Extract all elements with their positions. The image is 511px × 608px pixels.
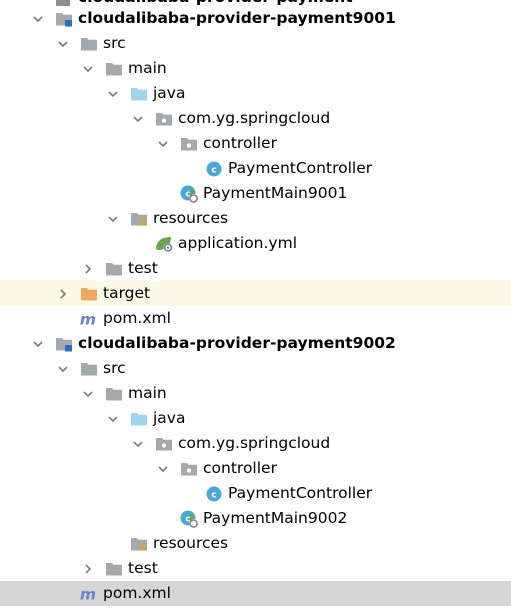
folder-icon xyxy=(104,556,124,581)
tree-row-label: cloudalibaba-provider-payment9001 xyxy=(78,9,396,27)
tree-row[interactable]: main xyxy=(0,56,511,81)
spring-boot-class-icon: c xyxy=(179,506,199,531)
tree-row[interactable]: src xyxy=(0,31,511,56)
tree-row-label: resources xyxy=(153,209,229,227)
tree-row-label: controller xyxy=(203,459,277,477)
tree-row[interactable]: c PaymentController xyxy=(0,481,511,506)
tree-row[interactable]: resources xyxy=(0,531,511,556)
folder-icon xyxy=(104,56,124,81)
tree-row-label: main xyxy=(128,384,167,402)
tree-row[interactable]: target xyxy=(0,281,511,306)
tree-row[interactable]: c PaymentMain9001 xyxy=(0,181,511,206)
chevron-down-icon[interactable] xyxy=(155,456,171,481)
folder-icon xyxy=(104,256,124,281)
svg-text:m: m xyxy=(80,310,96,328)
tree-row-label: java xyxy=(153,84,186,102)
tree-row[interactable]: main xyxy=(0,381,511,406)
tree-row[interactable]: c PaymentMain9002 xyxy=(0,506,511,531)
svg-text:m: m xyxy=(80,585,96,603)
tree-row[interactable]: test xyxy=(0,256,511,281)
chevron-down-icon[interactable] xyxy=(80,381,96,406)
tree-row-label: PaymentController xyxy=(228,484,373,502)
chevron-down-icon[interactable] xyxy=(30,6,46,31)
svg-text:c: c xyxy=(211,165,216,175)
folder-icon xyxy=(79,356,99,381)
spring-boot-class-icon: c xyxy=(179,181,199,206)
excluded-folder-icon xyxy=(79,281,99,306)
source-folder-icon xyxy=(129,81,149,106)
chevron-down-icon[interactable] xyxy=(55,31,71,56)
maven-icon: m xyxy=(79,581,99,606)
tree-row[interactable]: java xyxy=(0,81,511,106)
tree-row-label: java xyxy=(153,409,186,427)
package-icon xyxy=(154,431,174,456)
resources-folder-icon xyxy=(129,206,149,231)
tree-row-label: resources xyxy=(153,534,229,552)
module-folder-icon xyxy=(56,0,70,6)
chevron-right-icon[interactable] xyxy=(80,256,96,281)
tree-row[interactable]: com.yg.springcloud xyxy=(0,431,511,456)
folder-icon xyxy=(79,31,99,56)
tree-row-label: main xyxy=(128,59,167,77)
tree-row-label: com.yg.springcloud xyxy=(178,434,331,452)
chevron-down-icon[interactable] xyxy=(80,56,96,81)
svg-text:c: c xyxy=(185,514,190,524)
chevron-down-icon[interactable] xyxy=(130,106,146,131)
tree-row-label: target xyxy=(103,284,151,302)
tree-row[interactable]: src xyxy=(0,356,511,381)
class-icon: c xyxy=(204,156,224,181)
chevron-down-icon[interactable] xyxy=(130,431,146,456)
chevron-right-icon[interactable] xyxy=(55,281,71,306)
tree-row[interactable]: controller xyxy=(0,456,511,481)
tree-row-label: PaymentMain9001 xyxy=(203,184,348,202)
tree-row[interactable]: c PaymentController xyxy=(0,156,511,181)
tree-row-label: test xyxy=(128,259,158,277)
tree-row[interactable]: m pom.xml xyxy=(0,306,511,331)
cut-off-row-label: cloudalibaba-provider-payment xyxy=(78,0,353,6)
tree-row-label: PaymentMain9002 xyxy=(203,509,348,527)
maven-icon: m xyxy=(79,306,99,331)
cut-off-row[interactable]: cloudalibaba-provider-payment xyxy=(0,0,511,6)
svg-text:c: c xyxy=(211,490,216,500)
chevron-down-icon[interactable] xyxy=(30,331,46,356)
chevron-down-icon[interactable] xyxy=(105,406,121,431)
tree-row-label: src xyxy=(103,359,126,377)
tree-row-label: application.yml xyxy=(178,234,298,252)
module-folder-icon xyxy=(54,331,74,356)
chevron-down-icon[interactable] xyxy=(105,206,121,231)
tree-row-label: com.yg.springcloud xyxy=(178,109,331,127)
package-icon xyxy=(179,131,199,156)
source-folder-icon xyxy=(129,406,149,431)
module-folder-icon xyxy=(54,6,74,31)
chevron-down-icon[interactable] xyxy=(105,81,121,106)
svg-text:c: c xyxy=(185,189,190,199)
class-icon: c xyxy=(204,481,224,506)
tree-row[interactable]: com.yg.springcloud xyxy=(0,106,511,131)
tree-row-label: controller xyxy=(203,134,277,152)
tree-row-label: pom.xml xyxy=(103,584,171,602)
tree-row-label: src xyxy=(103,34,126,52)
package-icon xyxy=(154,106,174,131)
folder-icon xyxy=(104,381,124,406)
tree-row[interactable]: resources xyxy=(0,206,511,231)
tree-row[interactable]: application.yml xyxy=(0,231,511,256)
tree-row[interactable]: cloudalibaba-provider-payment9002 xyxy=(0,331,511,356)
tree-row[interactable]: java xyxy=(0,406,511,431)
chevron-down-icon[interactable] xyxy=(55,356,71,381)
tree-row-label: PaymentController xyxy=(228,159,373,177)
tree-row[interactable]: cloudalibaba-provider-payment9001 xyxy=(0,6,511,31)
tree-row[interactable]: m pom.xml xyxy=(0,581,511,606)
resources-folder-icon xyxy=(129,531,149,556)
tree-row[interactable]: controller xyxy=(0,131,511,156)
package-icon xyxy=(179,456,199,481)
tree-row[interactable]: test xyxy=(0,556,511,581)
spring-config-icon xyxy=(154,231,174,256)
tree-row-label: cloudalibaba-provider-payment9002 xyxy=(78,334,396,352)
chevron-right-icon[interactable] xyxy=(80,556,96,581)
tree-row-label: test xyxy=(128,559,158,577)
chevron-down-icon[interactable] xyxy=(155,131,171,156)
tree-row-label: pom.xml xyxy=(103,309,171,327)
